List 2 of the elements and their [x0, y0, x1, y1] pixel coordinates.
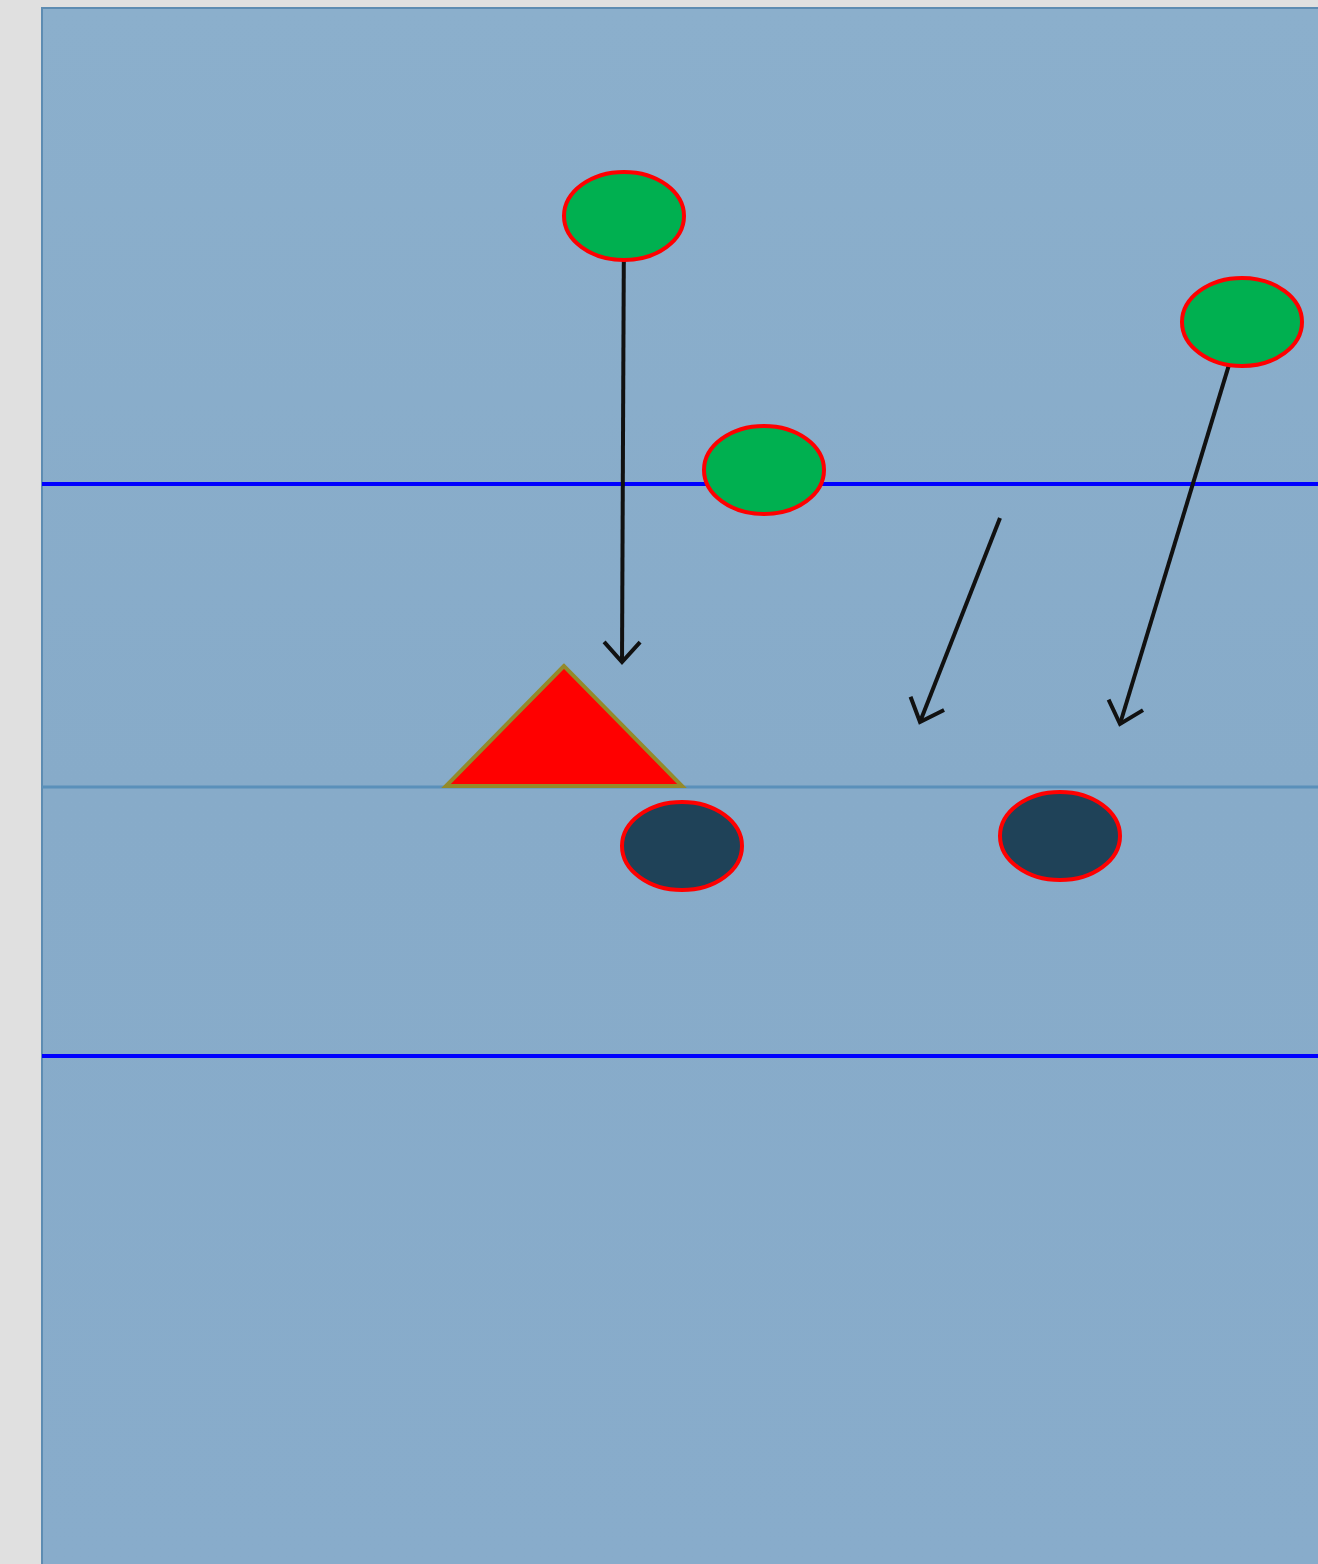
arrow — [1106, 364, 1231, 726]
arrow — [602, 260, 643, 664]
